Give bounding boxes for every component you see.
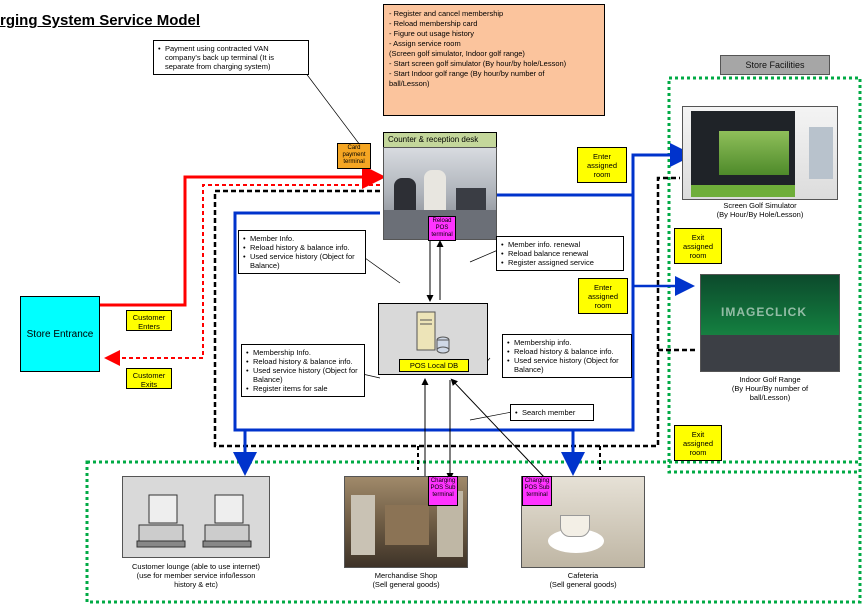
- server-icon: [416, 311, 450, 354]
- note-item: Reload history & balance info.: [243, 243, 361, 252]
- exit-room-label: Exit assigned room: [674, 425, 722, 461]
- store-facilities-header: Store Facilities: [720, 55, 830, 75]
- amenities-border: [85, 460, 862, 604]
- card-payment-terminal: Card payment terminal: [337, 143, 371, 169]
- service-line: - Start Indoor golf range (By hour/by nu…: [389, 69, 545, 78]
- screen-golf-photo: [682, 106, 838, 200]
- store-entrance: Store Entrance: [20, 296, 100, 372]
- enter-room-label: Enter assigned room: [577, 147, 627, 183]
- note-item: Reload history & balance info.: [507, 347, 627, 356]
- note-item: Membership Info.: [246, 348, 360, 357]
- page-title: rging System Service Model: [0, 12, 201, 29]
- screen-golf-caption: Screen Golf Simulator (By Hour/By Hole/L…: [716, 201, 804, 219]
- pos-db-label: POS Local DB: [399, 359, 469, 372]
- note-item: Member info. renewal: [501, 240, 619, 249]
- customer-exits-label: Customer Exits: [126, 368, 172, 389]
- service-line: - Register and cancel membership: [389, 9, 504, 18]
- shop-caption: Merchandise Shop (Sell general goods): [372, 571, 440, 589]
- pos-db-box: POS Local DB: [378, 303, 488, 375]
- enter-room-label: Enter assigned room: [578, 278, 628, 314]
- renewal-note: Member info. renewal Reload balance rene…: [496, 236, 624, 271]
- service-line: - Figure out usage history: [389, 29, 475, 38]
- note-item: Reload history & balance info.: [246, 357, 360, 366]
- card-payment-note: Payment using contracted VAN company's b…: [153, 40, 309, 75]
- member-info-note: Member Info. Reload history & balance in…: [238, 230, 366, 274]
- lounge-box: [122, 476, 270, 558]
- service-line: - Assign service room: [389, 39, 461, 48]
- counter-label: Counter & reception desk: [383, 132, 497, 148]
- cafe-caption: Cafeteria (Sell general goods): [549, 571, 617, 589]
- membership-info-note: Membership Info. Reload history & balanc…: [241, 344, 365, 397]
- note-item: Search member: [515, 408, 589, 417]
- note-item: Reload balance renewal: [501, 249, 619, 258]
- note-item: Member Info.: [243, 234, 361, 243]
- service-line: (Screen golf simulator, Indoor golf rang…: [389, 49, 525, 58]
- shop-pos-terminal: Charging POS Sub terminal: [428, 476, 458, 506]
- note-item: Used service history (Object for Balance…: [507, 356, 627, 374]
- note-item: Used service history (Object for Balance…: [246, 366, 360, 384]
- indoor-golf-caption: Indoor Golf Range (By Hour/By number of …: [731, 375, 809, 402]
- reload-pos-terminal: Reload POS terminal: [428, 216, 456, 241]
- note-item: Used service history (Object for Balance…: [243, 252, 361, 270]
- note-item: Register assigned service: [501, 258, 619, 267]
- watermark-text: IMAGECLICK: [721, 305, 807, 319]
- exit-room-label: Exit assigned room: [674, 228, 722, 264]
- search-member-note: Search member: [510, 404, 594, 421]
- cafe-pos-terminal: Charging POS Sub terminal: [522, 476, 552, 506]
- customer-enters-label: Customer Enters: [126, 310, 172, 331]
- membership-info-note-right: Membership info. Reload history & balanc…: [502, 334, 632, 378]
- lounge-caption: Customer lounge (able to use internet) (…: [132, 562, 260, 589]
- note-item: Membership info.: [507, 338, 627, 347]
- service-line: - Start screen golf simulator (By hour/b…: [389, 59, 567, 68]
- note-item: Register items for sale: [246, 384, 360, 393]
- computer-icon: [136, 494, 252, 548]
- store-facilities-border: [667, 76, 862, 474]
- counter-services-box: - Register and cancel membership - Reloa…: [383, 4, 605, 116]
- indoor-golf-photo: IMAGECLICK: [700, 274, 840, 372]
- service-line: ball/Lesson): [389, 79, 430, 88]
- note-item: Payment using contracted VAN company's b…: [158, 44, 304, 71]
- service-line: - Reload membership card: [389, 19, 478, 28]
